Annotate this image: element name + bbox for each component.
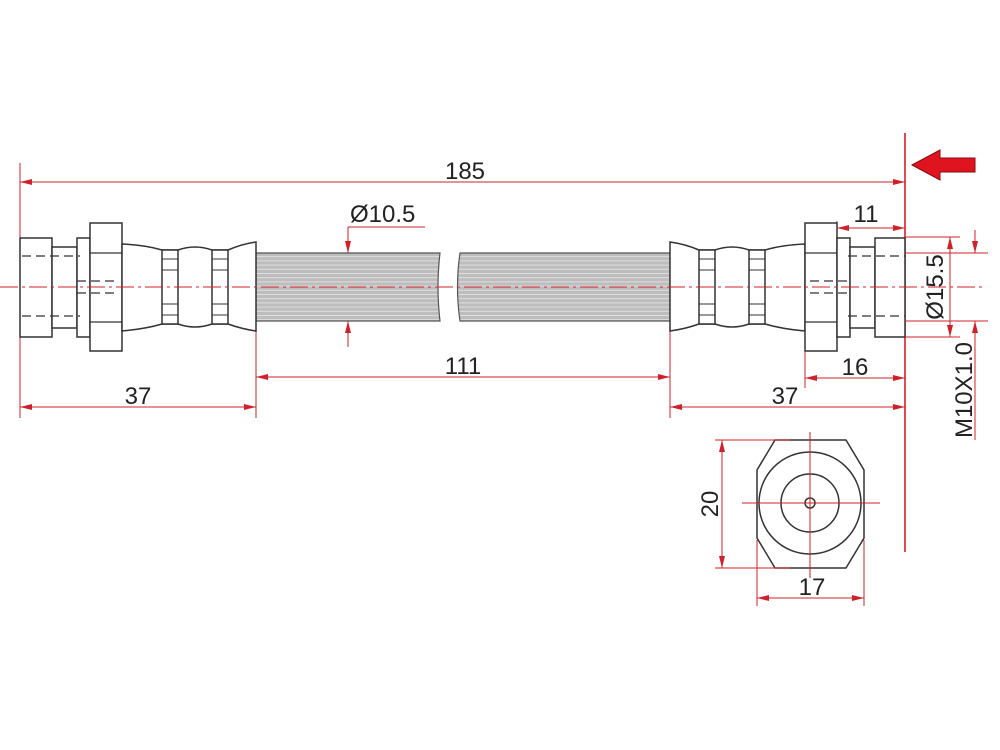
left-fitting-length-label: 37 (125, 383, 152, 410)
hex-flats-label: 17 (799, 574, 826, 601)
hose-length-label: 111 (445, 353, 481, 380)
nut-section-length-label: 16 (842, 354, 869, 381)
hex-corners-label: 20 (697, 491, 724, 518)
thread-length-label: 11 (854, 201, 879, 228)
hose-diameter-label: Ø10.5 (350, 201, 415, 228)
left-fitting (19, 222, 257, 352)
right-fitting (669, 222, 906, 352)
hose (255, 252, 671, 322)
hex-end-view (742, 432, 880, 578)
right-fitting-length-label: 37 (772, 383, 799, 410)
thread-label: M10X1.0 (951, 342, 978, 438)
arrow-left-icon (910, 149, 976, 181)
fitting-diameter-label: Ø15.5 (922, 254, 949, 319)
overall-length-label: 185 (445, 158, 485, 185)
